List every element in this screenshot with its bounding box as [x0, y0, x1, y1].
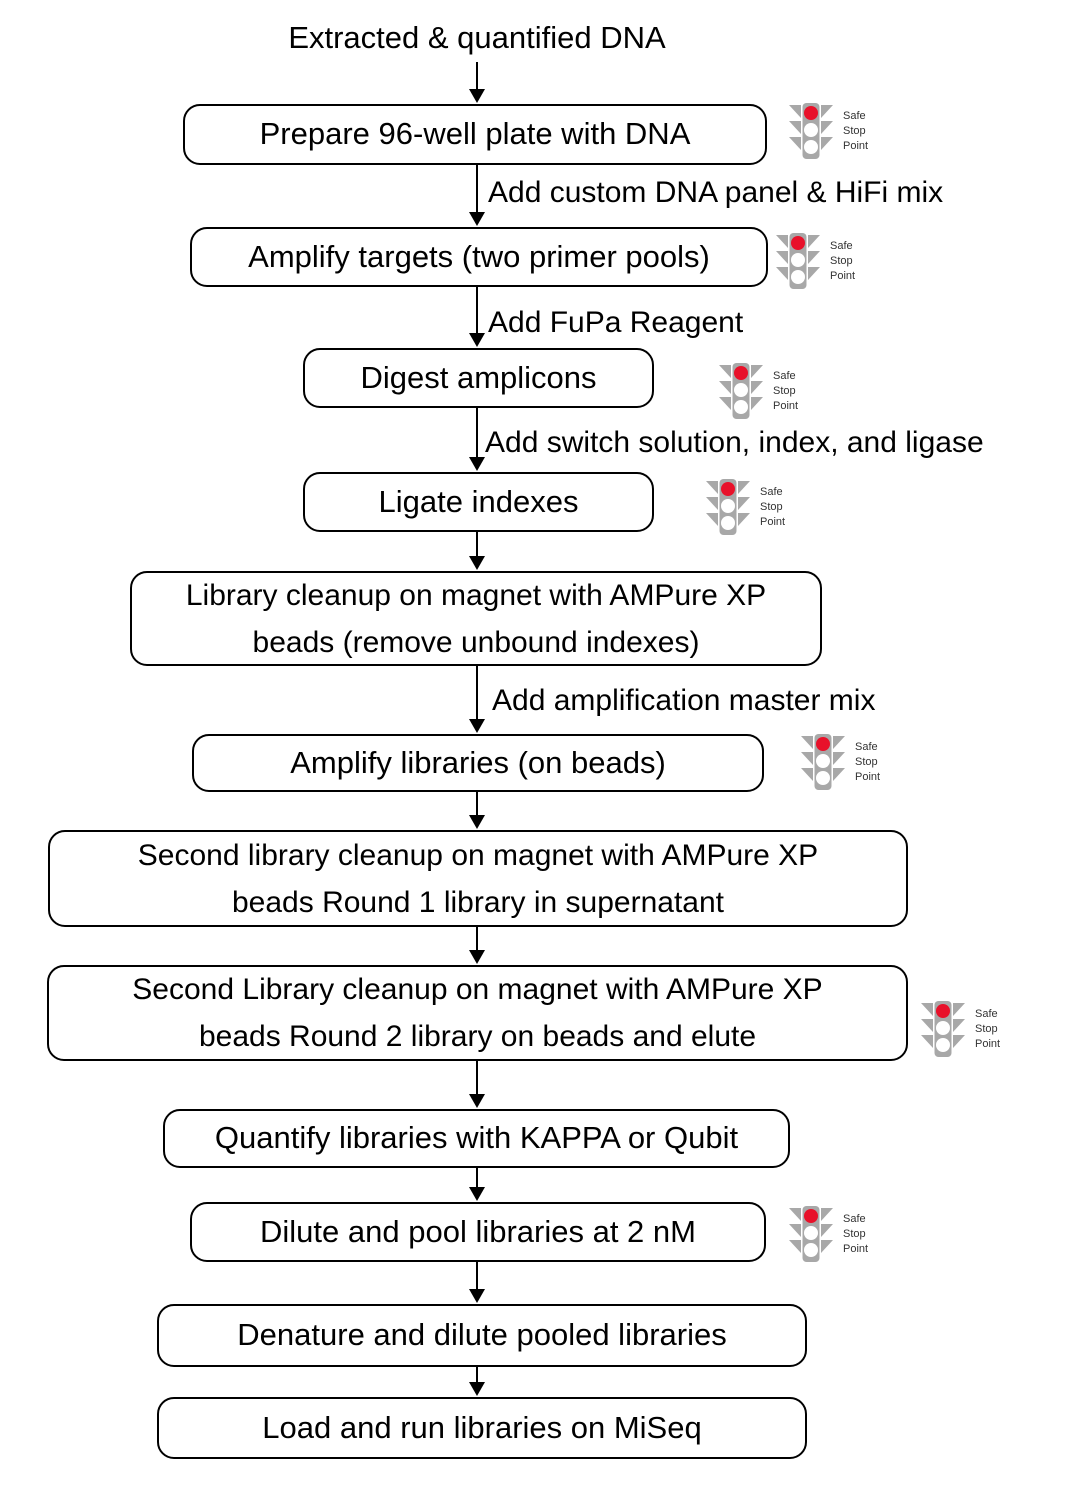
arrow-shaft [476, 792, 478, 818]
flow-arrow [469, 1262, 485, 1303]
step-second-cleanup-round2: Second Library cleanup on magnet with AM… [47, 965, 908, 1061]
point-label: Point [855, 770, 881, 783]
step-second-cleanup-round1: Second library cleanup on magnet with AM… [48, 830, 908, 927]
point-label: Point [773, 399, 799, 412]
stop-label: Stop [855, 755, 878, 768]
stop-label: Stop [773, 384, 796, 397]
arrow-shaft [476, 1262, 478, 1292]
edge-label-add-panel-hifi: Add custom DNA panel & HiFi mix [488, 176, 944, 209]
flow-arrow [469, 165, 485, 226]
safe-label: Safe [773, 369, 796, 382]
point-label: Point [975, 1037, 1001, 1050]
stop-label: Stop [843, 1227, 866, 1240]
step-dilute-pool: Dilute and pool libraries at 2 nM [190, 1202, 766, 1262]
safe-stop-point-indicator: Safe Stop Point [705, 478, 785, 536]
step-amplify-libraries: Amplify libraries (on beads) [192, 734, 764, 792]
arrow-head-icon [469, 89, 485, 103]
safe-stop-point-indicator: Safe Stop Point [800, 733, 880, 791]
arrow-shaft [476, 287, 478, 336]
safe-stop-point-text: Safe Stop Point [855, 740, 880, 785]
point-label: Point [760, 515, 786, 528]
safe-stop-point-text: Safe Stop Point [760, 485, 785, 530]
traffic-light-icon [775, 232, 821, 290]
safe-stop-point-indicator: Safe Stop Point [775, 232, 855, 290]
step-prepare-plate: Prepare 96-well plate with DNA [183, 104, 767, 165]
arrow-head-icon [469, 950, 485, 964]
flow-arrow [469, 408, 485, 471]
safe-label: Safe [830, 239, 853, 252]
safe-stop-point-indicator: Safe Stop Point [788, 102, 868, 160]
stop-label: Stop [830, 254, 853, 267]
step-denature-dilute: Denature and dilute pooled libraries [157, 1304, 807, 1367]
arrow-shaft [476, 927, 478, 953]
stop-label: Stop [975, 1022, 998, 1035]
arrow-head-icon [469, 1094, 485, 1108]
flow-arrow [469, 1168, 485, 1201]
step-amplify-targets: Amplify targets (two primer pools) [190, 227, 768, 287]
traffic-light-icon [800, 733, 846, 791]
arrow-head-icon [469, 815, 485, 829]
edge-label-add-fupa: Add FuPa Reagent [488, 306, 744, 339]
safe-stop-point-indicator: Safe Stop Point [788, 1205, 868, 1263]
safe-stop-point-indicator: Safe Stop Point [920, 1000, 1000, 1058]
step-ligate-indexes: Ligate indexes [303, 472, 654, 532]
safe-stop-point-text: Safe Stop Point [830, 239, 855, 284]
traffic-light-icon [788, 102, 834, 160]
point-label: Point [830, 269, 856, 282]
step-digest-amplicons: Digest amplicons [303, 348, 654, 408]
stop-label: Stop [843, 124, 866, 137]
arrow-shaft [476, 408, 478, 460]
flow-arrow [469, 287, 485, 347]
point-label: Point [843, 139, 869, 152]
flow-arrow [469, 62, 485, 103]
arrow-head-icon [469, 457, 485, 471]
arrow-head-icon [469, 333, 485, 347]
step-library-cleanup: Library cleanup on magnet with AMPure XP… [130, 571, 822, 666]
point-label: Point [843, 1242, 869, 1255]
arrow-head-icon [469, 719, 485, 733]
flow-arrow [469, 532, 485, 570]
safe-stop-point-text: Safe Stop Point [773, 369, 798, 414]
safe-label: Safe [843, 109, 866, 122]
stop-label: Stop [760, 500, 783, 513]
flow-arrow [469, 1367, 485, 1396]
traffic-light-icon [920, 1000, 966, 1058]
safe-stop-point-text: Safe Stop Point [843, 1212, 868, 1257]
arrow-shaft [476, 62, 478, 92]
arrow-head-icon [469, 1289, 485, 1303]
edge-label-add-amplification-mix: Add amplification master mix [492, 684, 876, 717]
arrow-head-icon [469, 1382, 485, 1396]
arrow-head-icon [469, 556, 485, 570]
arrow-shaft [476, 1168, 478, 1190]
traffic-light-icon [718, 362, 764, 420]
arrow-shaft [476, 1367, 478, 1385]
arrow-shaft [476, 165, 478, 215]
arrow-head-icon [469, 1187, 485, 1201]
flow-arrow [469, 666, 485, 733]
safe-label: Safe [843, 1212, 866, 1225]
safe-stop-point-text: Safe Stop Point [975, 1007, 1000, 1052]
arrow-shaft [476, 1061, 478, 1097]
flow-arrow [469, 792, 485, 829]
arrow-shaft [476, 532, 478, 559]
step-load-run-miseq: Load and run libraries on MiSeq [157, 1397, 807, 1459]
flow-arrow [469, 1061, 485, 1108]
start-label: Extracted & quantified DNA [288, 20, 666, 55]
flow-arrow [469, 927, 485, 964]
traffic-light-icon [705, 478, 751, 536]
step-quantify-libraries: Quantify libraries with KAPPA or Qubit [163, 1109, 790, 1168]
arrow-shaft [476, 666, 478, 722]
safe-label: Safe [975, 1007, 998, 1020]
arrow-head-icon [469, 212, 485, 226]
safe-label: Safe [855, 740, 878, 753]
safe-stop-point-text: Safe Stop Point [843, 109, 868, 154]
safe-label: Safe [760, 485, 783, 498]
safe-stop-point-indicator: Safe Stop Point [718, 362, 798, 420]
traffic-light-icon [788, 1205, 834, 1263]
edge-label-add-switch-index-ligase: Add switch solution, index, and ligase [485, 426, 984, 459]
